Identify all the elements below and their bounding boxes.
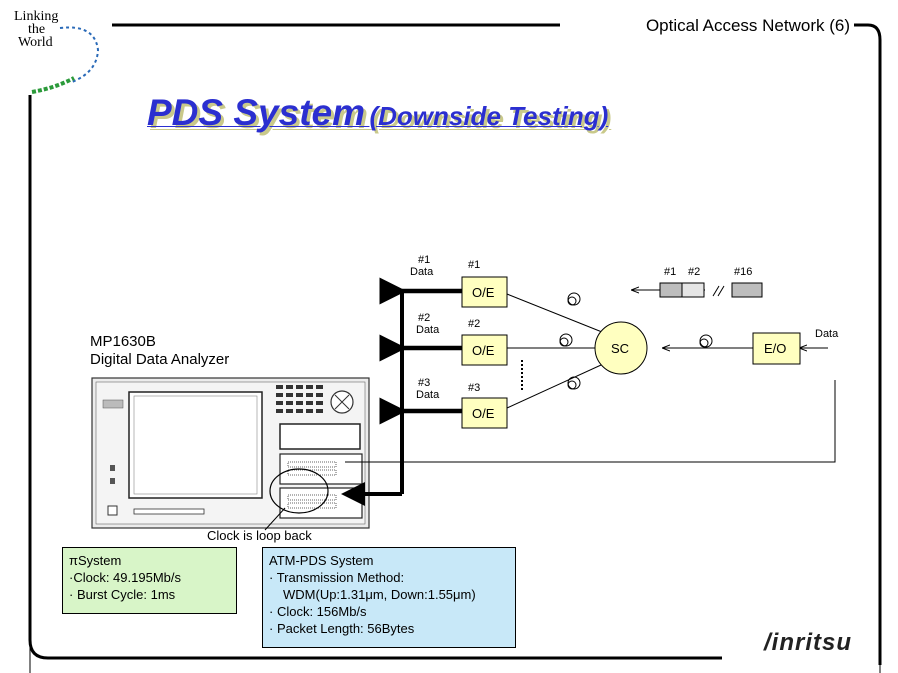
oe-box-label: O/E	[472, 343, 495, 358]
clock-line	[345, 380, 836, 463]
packet-label: #2	[688, 266, 701, 278]
fiber-lines	[506, 292, 828, 409]
main-title: PDS System (Downside Testing)	[147, 92, 608, 134]
oe-boxes	[461, 276, 508, 429]
atm-pds-box: ATM-PDS System · Transmission Method: WD…	[262, 547, 516, 648]
oe-label: #3	[468, 382, 481, 394]
analyzer-name: Digital Data Analyzer	[90, 351, 230, 368]
packet-label: #16	[734, 266, 753, 278]
logo-line: Linking	[14, 9, 59, 24]
oe-box-label: O/E	[472, 285, 495, 300]
main-title-sub: (Downside Testing)	[369, 101, 609, 131]
eo-transmitter	[752, 332, 801, 365]
channel-num: #1	[418, 254, 431, 266]
oe-label: #2	[468, 318, 481, 330]
atm-pds-line: · Packet Length: 56Bytes	[269, 621, 415, 636]
pi-system-box: πSystem ·Clock: 49.195Mb/s · Burst Cycle…	[62, 547, 237, 614]
atm-pds-line: · Clock: 156Mb/s	[269, 604, 367, 619]
oe-label: #1	[468, 259, 481, 271]
channel-num: #2	[418, 312, 431, 324]
packet-train	[632, 282, 763, 298]
anritsu-logo: /inritsu	[757, 629, 858, 657]
oe-box-label: O/E	[472, 406, 495, 421]
channel-data-label: Data	[416, 389, 440, 401]
loopback-callout: Clock is loop back	[207, 528, 312, 543]
atm-pds-title: ATM-PDS System	[269, 553, 374, 568]
analyzer-device	[91, 377, 370, 531]
atm-pds-line: · Transmission Method:	[269, 570, 405, 585]
channel-data-label: Data	[410, 266, 434, 278]
slide-header-title: Optical Access Network (6)	[641, 16, 854, 36]
logo-swirl	[31, 26, 100, 94]
packet-label: #1	[664, 266, 677, 278]
main-title-text: PDS System	[147, 92, 365, 133]
sc-label: SC	[611, 341, 630, 356]
eo-label: E/O	[764, 341, 787, 356]
analyzer-model: MP1630B	[90, 333, 156, 350]
linking-the-world-logo: Linking the World	[14, 9, 59, 50]
channel-data-label: Data	[416, 324, 440, 336]
logo-line: World	[18, 35, 53, 50]
pi-system-title: πSystem	[69, 553, 122, 568]
pi-system-line: · Burst Cycle: 1ms	[69, 587, 176, 602]
pi-system-line: ·Clock: 49.195Mb/s	[69, 570, 181, 585]
atm-pds-line: WDM(Up:1.31μm, Down:1.55μm)	[283, 587, 476, 602]
channel-num: #3	[418, 377, 431, 389]
sc-splitter	[594, 321, 648, 375]
logo-line: the	[28, 22, 46, 37]
data-bus	[341, 277, 462, 506]
tx-data-label: Data	[815, 328, 839, 340]
